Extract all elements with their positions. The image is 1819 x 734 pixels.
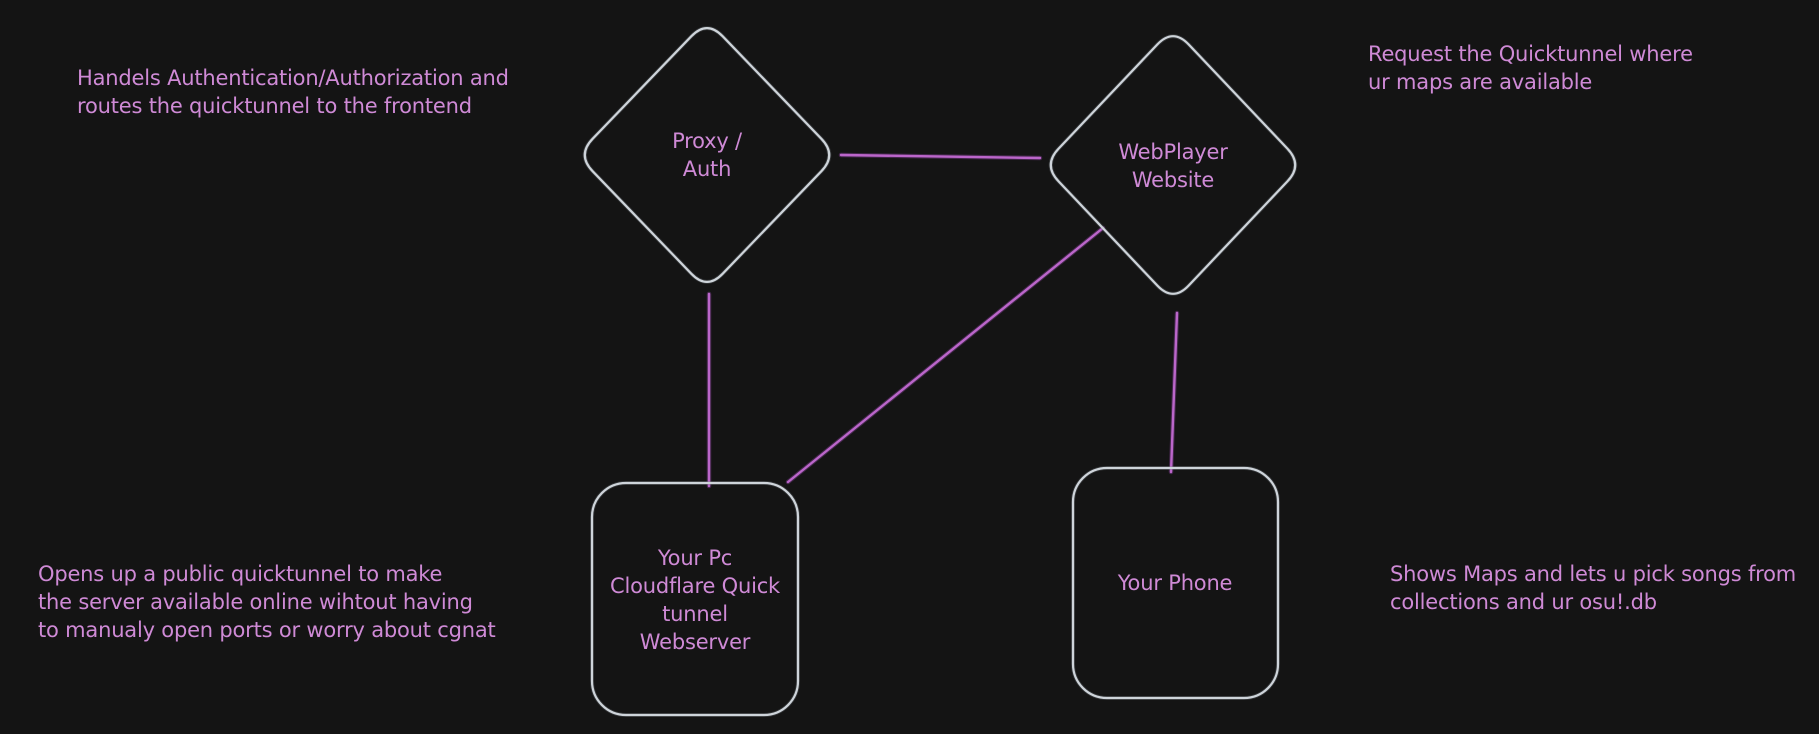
node-label-your-phone: Your Phone — [1117, 571, 1233, 595]
node-label-webplayer: WebPlayer Website — [1118, 140, 1228, 192]
annotation-bottom-left: Opens up a public quicktunnel to make th… — [38, 562, 496, 642]
edge-proxy-webplayer — [839, 153, 1042, 160]
node-shape-proxy-auth — [583, 27, 831, 283]
node-label-proxy-auth: Proxy / Auth — [672, 129, 742, 181]
node-shape-your-phone — [1071, 466, 1280, 700]
annotation-bottom-right: Shows Maps and lets u pick songs from co… — [1390, 562, 1797, 614]
annotation-top-right: Request the Quicktunnel where ur maps ar… — [1368, 42, 1693, 94]
edge-webplayer-yourpc — [786, 226, 1105, 484]
node-label-your-pc: Your Pc Cloudflare Quick tunnel Webserve… — [609, 546, 781, 654]
node-shape-your-pc — [590, 481, 800, 717]
annotation-top-left: Handels Authentication/Authorization and… — [77, 66, 509, 118]
edge-webplayer-yourphone — [1169, 311, 1179, 474]
node-shape-webplayer — [1049, 35, 1297, 295]
